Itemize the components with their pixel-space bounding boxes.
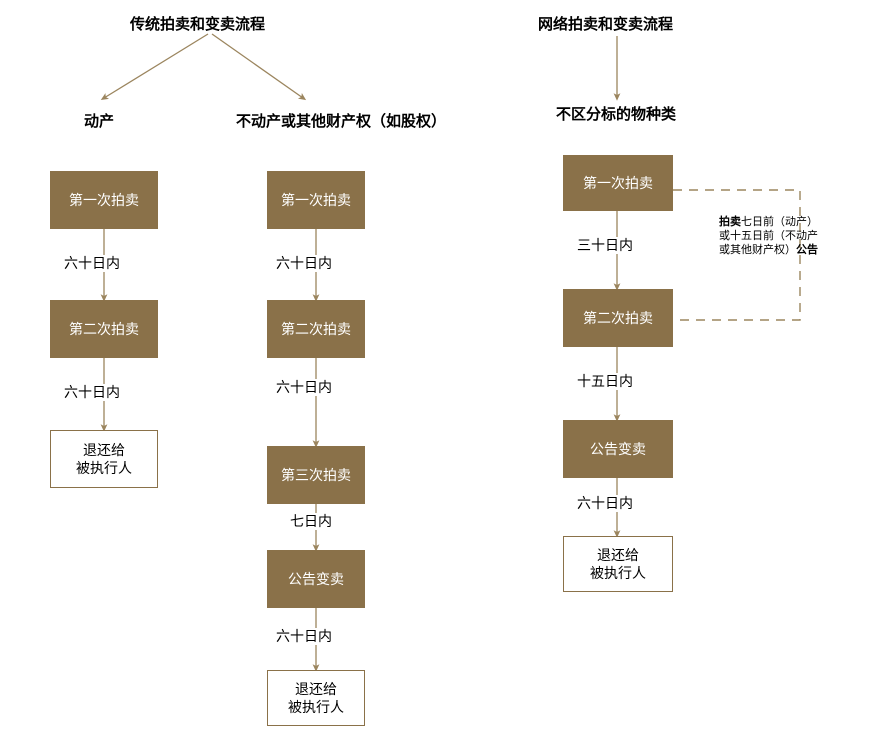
node-immovables-return-to-debtor[interactable]: 退还给 被执行人	[267, 670, 365, 726]
edge-label-online-1: 三十日内	[575, 237, 635, 254]
online-flow-title: 网络拍卖和变卖流程	[538, 16, 674, 33]
notice-bold-prefix: 拍卖	[719, 216, 741, 228]
node-label: 公告变卖	[288, 571, 344, 587]
edge-label-online-2: 十五日内	[575, 373, 635, 390]
node-immovables-auction-3[interactable]: 第三次拍卖	[267, 446, 365, 504]
node-label: 退还给 被执行人	[288, 681, 344, 715]
node-immovables-auction-2[interactable]: 第二次拍卖	[267, 300, 365, 358]
notice-annotation: 拍卖七日前（动产）或十五日前（不动产或其他财产权）公告	[719, 215, 827, 257]
node-movables-return-to-debtor[interactable]: 退还给 被执行人	[50, 430, 158, 488]
notice-bold-suffix: 公告	[796, 244, 818, 256]
node-movables-auction-2[interactable]: 第二次拍卖	[50, 300, 158, 358]
node-label: 第二次拍卖	[583, 310, 653, 326]
online-flow-subtitle: 不区分标的物种类	[556, 106, 677, 123]
node-label: 第一次拍卖	[583, 175, 653, 191]
node-online-auction-2[interactable]: 第二次拍卖	[563, 289, 673, 347]
node-online-auction-1[interactable]: 第一次拍卖	[563, 155, 673, 211]
node-label: 第一次拍卖	[281, 192, 351, 208]
edge-label-immovables-3: 七日内	[288, 513, 334, 530]
branch-label-immovables: 不动产或其他财产权（如股权）	[236, 113, 447, 130]
node-online-public-sale[interactable]: 公告变卖	[563, 420, 673, 478]
node-label: 退还给 被执行人	[590, 547, 646, 581]
node-label: 第二次拍卖	[69, 321, 139, 337]
notice-mid-text: 七日前（动产）或十五日前（不动产或其他财产权）	[719, 216, 818, 256]
edge-label-movables-2: 六十日内	[62, 384, 122, 401]
left-branch-arrows	[100, 33, 307, 101]
node-online-return-to-debtor[interactable]: 退还给 被执行人	[563, 536, 673, 592]
edge-label-immovables-4: 六十日内	[274, 628, 334, 645]
edge-label-movables-1: 六十日内	[62, 255, 122, 272]
node-label: 第一次拍卖	[69, 192, 139, 208]
edge-label-online-3: 六十日内	[575, 495, 635, 512]
traditional-flow-title: 传统拍卖和变卖流程	[130, 16, 266, 33]
node-immovables-auction-1[interactable]: 第一次拍卖	[267, 171, 365, 229]
edge-label-immovables-2: 六十日内	[274, 379, 334, 396]
branch-label-movables: 动产	[84, 113, 115, 130]
node-label: 公告变卖	[590, 441, 646, 457]
node-label: 第三次拍卖	[281, 467, 351, 483]
node-immovables-public-sale[interactable]: 公告变卖	[267, 550, 365, 608]
edge-label-immovables-1: 六十日内	[274, 255, 334, 272]
node-label: 退还给 被执行人	[76, 442, 132, 476]
node-movables-auction-1[interactable]: 第一次拍卖	[50, 171, 158, 229]
node-label: 第二次拍卖	[281, 321, 351, 337]
